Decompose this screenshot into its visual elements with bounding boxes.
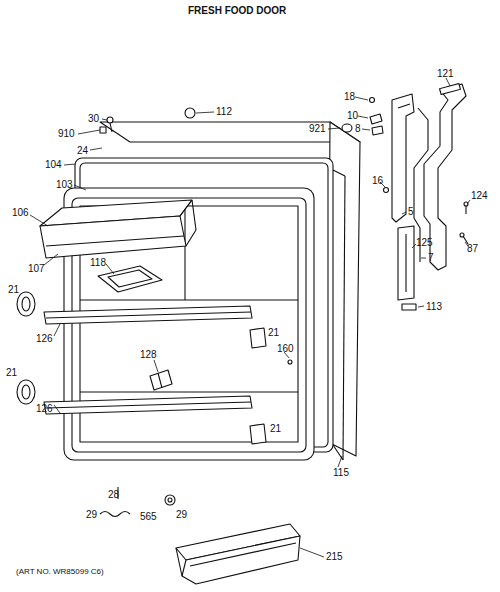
callout-number: 115 bbox=[333, 468, 349, 478]
callout-number: 10 bbox=[347, 111, 358, 121]
callout-number: 16 bbox=[372, 176, 383, 186]
callout-number: 125 bbox=[416, 238, 433, 248]
callout-number: 87 bbox=[467, 244, 478, 254]
callout-number: 112 bbox=[216, 107, 232, 117]
callout-number: 24 bbox=[77, 146, 88, 156]
callout-number: 124 bbox=[471, 191, 488, 201]
callout-number: 921 bbox=[309, 124, 326, 134]
callout-number: 107 bbox=[28, 264, 45, 274]
callout-number: 21 bbox=[8, 285, 19, 295]
callout-number: 118 bbox=[90, 258, 106, 268]
callout-number: 113 bbox=[426, 302, 442, 312]
callout-number: 18 bbox=[344, 92, 355, 102]
callout-number: 30 bbox=[88, 114, 99, 124]
callout-number: 28 bbox=[108, 490, 119, 500]
callout-number: 21 bbox=[268, 328, 279, 338]
callout-number: 121 bbox=[437, 69, 454, 79]
callout-number: 106 bbox=[12, 208, 29, 218]
callout-number: 565 bbox=[140, 512, 157, 522]
callout-number: 21 bbox=[6, 368, 17, 378]
callout-number: 126 bbox=[36, 404, 53, 414]
callout-number: 7 bbox=[428, 253, 434, 263]
diagram-title: FRESH FOOD DOOR bbox=[188, 6, 286, 16]
callout-number: 29 bbox=[176, 510, 187, 520]
art-number: (ART NO. WR85099 C6) bbox=[16, 568, 104, 576]
callout-number: 5 bbox=[408, 207, 414, 217]
callout-number: 160 bbox=[277, 344, 294, 354]
callout-number: 104 bbox=[45, 160, 62, 170]
callout-number: 8 bbox=[355, 124, 361, 134]
callout-number: 128 bbox=[140, 350, 157, 360]
callout-number: 103 bbox=[56, 180, 73, 190]
callout-number: 21 bbox=[270, 424, 281, 434]
callout-number: 215 bbox=[326, 552, 343, 562]
callout-number: 126 bbox=[36, 334, 53, 344]
callout-number: 910 bbox=[58, 129, 75, 139]
callout-number: 29 bbox=[86, 510, 97, 520]
